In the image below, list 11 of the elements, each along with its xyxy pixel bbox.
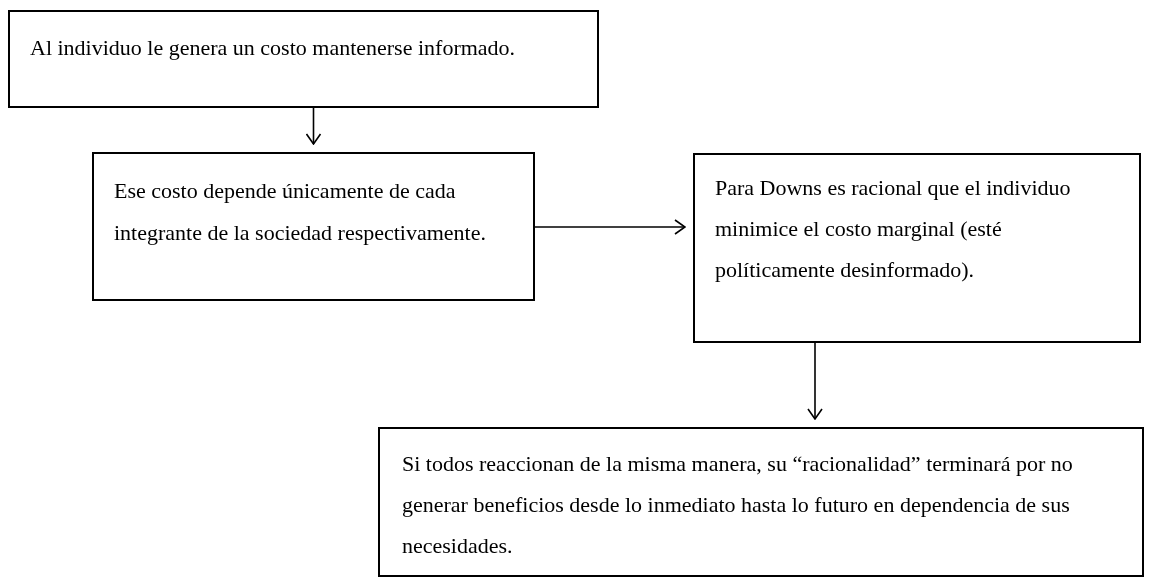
arrow bbox=[534, 219, 686, 235]
arrow bbox=[305, 107, 322, 145]
arrow bbox=[807, 342, 823, 420]
process-box bbox=[92, 152, 535, 301]
process-box bbox=[378, 427, 1144, 577]
box-text: Si todos reaccionan de la misma manera, su “racionalidad” terminará por no generar beneficios desde lo inmediato hasta lo futuro en dependencia de sus necesidades. bbox=[402, 450, 1074, 560]
process-box bbox=[693, 153, 1141, 343]
box-text: Al individuo le genera un costo mantenerse informado. bbox=[30, 34, 517, 62]
box-text: Ese costo depende únicamente de cada integrante de la sociedad respectivamente. bbox=[114, 177, 487, 247]
box-text: Para Downs es racional que el individuo minimice el costo marginal (esté políticamente desinformado). bbox=[715, 174, 1072, 284]
process-box bbox=[8, 10, 599, 108]
